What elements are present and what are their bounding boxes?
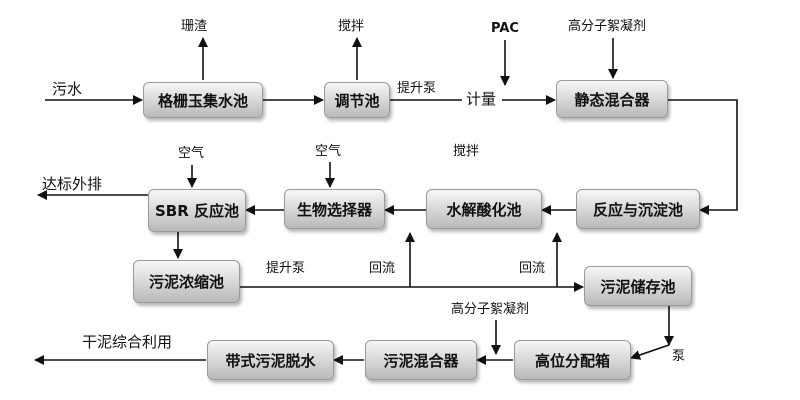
label-discharge: 达标外排 xyxy=(42,175,103,193)
label-flocculant-top: 高分子絮凝剂 xyxy=(568,19,647,34)
label-stir-top: 搅拌 xyxy=(338,19,365,34)
node-bio-selector: 生物选择器 xyxy=(284,189,385,229)
label-metering: 计量 xyxy=(466,90,497,108)
label-air-left: 空气 xyxy=(178,146,205,161)
node-hydrolysis: 水解酸化池 xyxy=(426,189,542,229)
node-sludge-mixer: 污泥混合器 xyxy=(365,340,477,380)
node-adjust-pool: 调节池 xyxy=(324,82,390,118)
arrow-storage-to-hightank xyxy=(630,344,670,360)
label-dry-sludge: 干泥综合利用 xyxy=(82,333,173,351)
label-pump: 泵 xyxy=(672,349,686,364)
node-sbr: SBR 反应池 xyxy=(148,189,246,232)
node-reaction-settle: 反应与沉淀池 xyxy=(576,189,700,229)
node-sludge-storage: 污泥储存池 xyxy=(584,266,692,306)
label-screenings: 珊渣 xyxy=(181,19,208,34)
node-grille-pool: 格栅玉集水池 xyxy=(143,82,263,118)
label-reflux-right: 回流 xyxy=(519,261,546,276)
label-lift-pump-top: 提升泵 xyxy=(397,81,437,96)
label-air-mid: 空气 xyxy=(315,144,342,159)
label-sewage: 污水 xyxy=(52,80,83,98)
label-stir-mid: 搅拌 xyxy=(453,144,480,159)
label-flocculant-bottom: 高分子絮凝剂 xyxy=(451,302,530,317)
node-sludge-thicken: 污泥浓缩池 xyxy=(133,260,240,303)
node-static-mixer: 静态混合器 xyxy=(556,80,668,118)
node-belt-press: 带式污泥脱水 xyxy=(207,340,334,380)
label-reflux-left: 回流 xyxy=(369,261,396,276)
label-lift-pump-mid: 提升泵 xyxy=(266,261,306,276)
node-high-tank: 高位分配箱 xyxy=(514,340,631,380)
arrow-mixer-to-reaction xyxy=(668,99,738,215)
label-pac: PAC xyxy=(491,21,519,36)
